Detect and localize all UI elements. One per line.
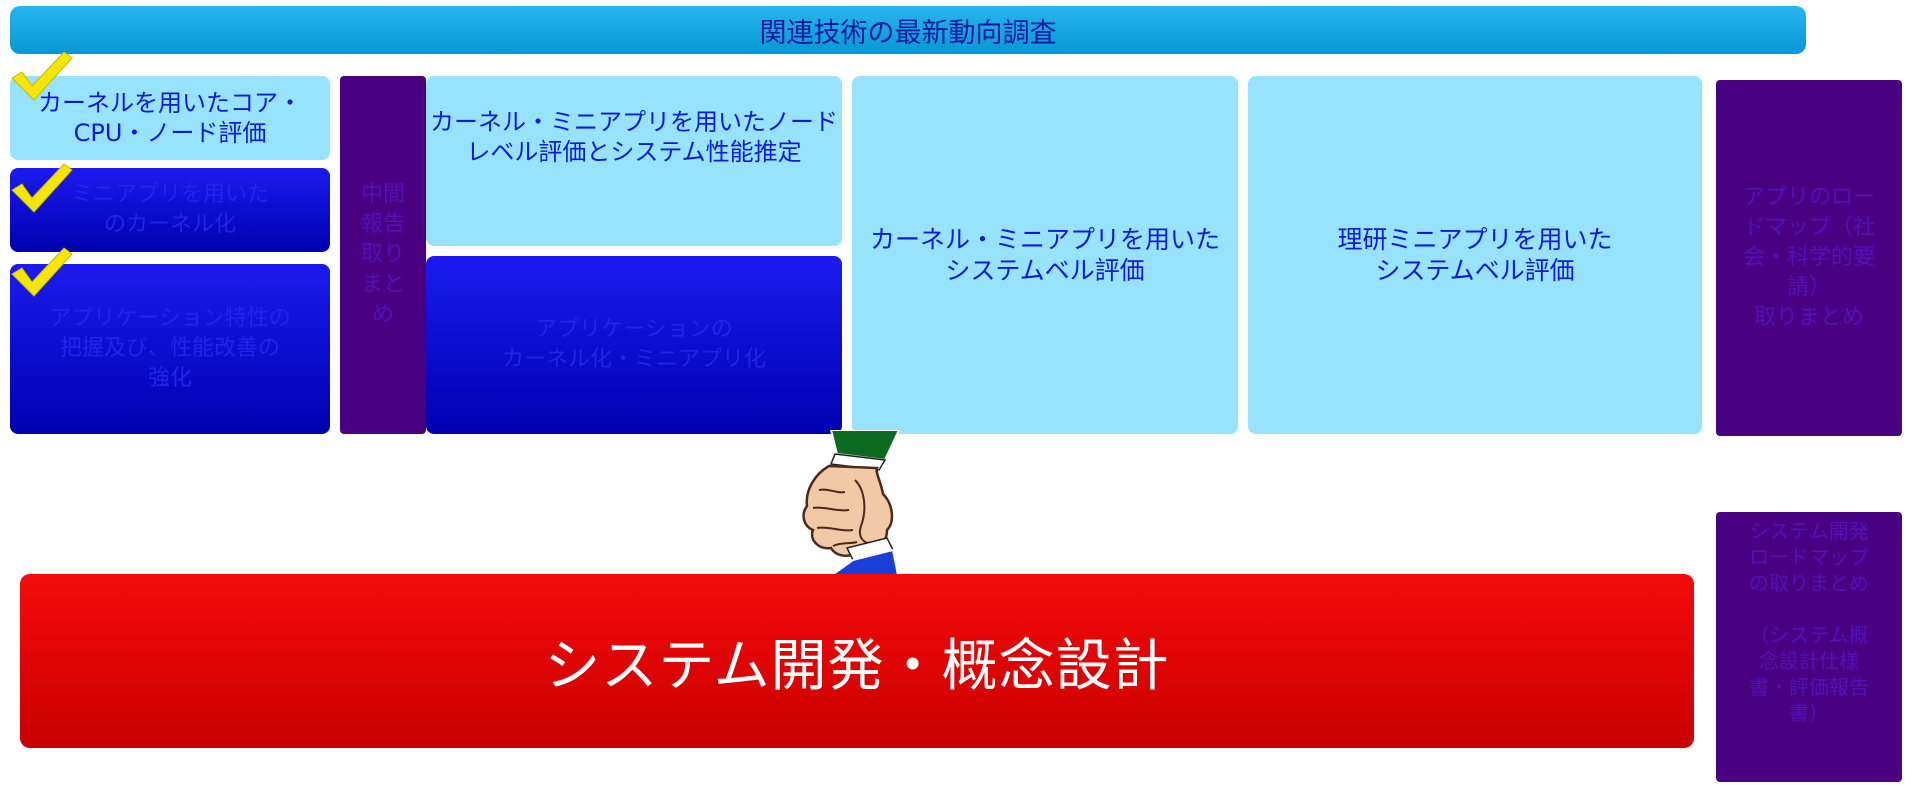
app-analysis-label: アプリケーション特性の 把握及び、性能改善の 強化 [49, 306, 291, 391]
system-design-title: システム開発・概念設計 [544, 633, 1170, 699]
kernelization-label: ミニアプリを用いた のカーネル化 [70, 182, 269, 237]
handshake-icon [802, 430, 901, 580]
checkmark-icon [11, 51, 73, 101]
system-eval-riken-box: 理研ミニアプリを用いた システムベル評価 [1248, 76, 1702, 434]
apps-roadmap-box: アプリのロー ドマップ（社 会・科学的要 請） 取りまとめ [1716, 80, 1902, 436]
kernel-miniapp-box: アプリケーションの カーネル化・ミニアプリ化 [426, 256, 842, 434]
research-banner: 関連技術の最新動向調査 [10, 6, 1806, 54]
node-eval-label: カーネル・ミニアプリを用いたノード レベル評価とシステム性能推定 [430, 108, 838, 166]
system-eval-kernel-box: カーネル・ミニアプリを用いた システムベル評価 [852, 76, 1238, 434]
kernelization-box: ミニアプリを用いた のカーネル化 [10, 168, 330, 252]
node-eval-box: カーネル・ミニアプリを用いたノード レベル評価とシステム性能推定 [426, 76, 842, 246]
banner-title: 関連技術の最新動向調査 [759, 17, 1057, 49]
kernel-miniapp-label: アプリケーションの カーネル化・ミニアプリ化 [501, 317, 766, 372]
system-roadmap-box: システム開発 ロードマップ の取りまとめ （システム概 念設計仕様 書・評価報告… [1716, 512, 1902, 782]
app-analysis-box: アプリケーション特性の 把握及び、性能改善の 強化 [10, 264, 330, 434]
system-roadmap-label: システム開発 ロードマップ の取りまとめ （システム概 念設計仕様 書・評価報告… [1749, 519, 1869, 725]
kernel-eval-box: カーネルを用いたコア・ CPU・ノード評価 [10, 76, 330, 160]
checkmark-icon [11, 163, 73, 213]
interim-report-box: 中間 報告 取り まと め [340, 76, 426, 434]
checkmark-icon [11, 247, 73, 297]
system-design-bar: システム開発・概念設計 [20, 574, 1694, 748]
system-eval-kernel-label: カーネル・ミニアプリを用いた システムベル評価 [869, 225, 1220, 285]
kernel-eval-label: カーネルを用いたコア・ CPU・ノード評価 [38, 89, 302, 147]
system-eval-riken-label: 理研ミニアプリを用いた システムベル評価 [1337, 225, 1613, 285]
interim-report-label: 中間 報告 取り まと め [360, 182, 405, 327]
apps-roadmap-label: アプリのロー ドマップ（社 会・科学的要 請） 取りまとめ [1742, 185, 1875, 330]
